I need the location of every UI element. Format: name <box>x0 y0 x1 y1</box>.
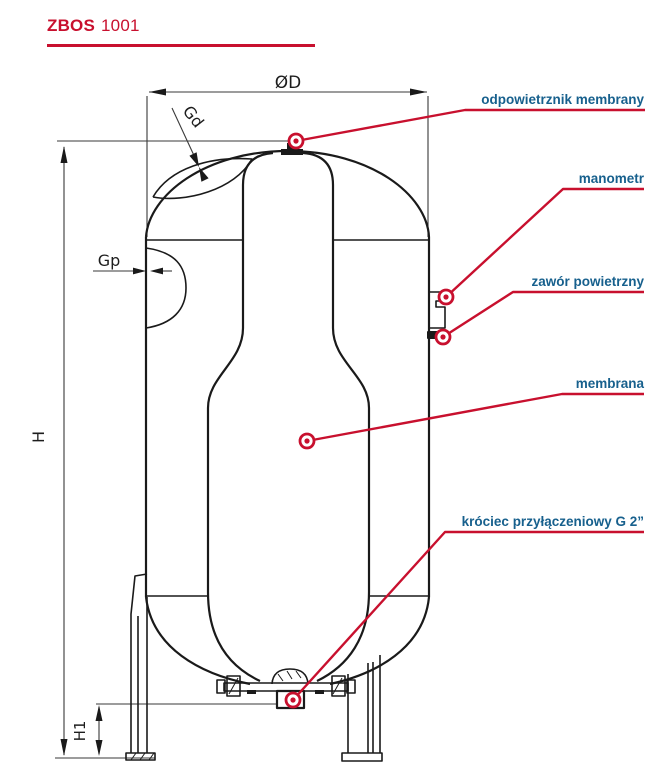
side-port-opening <box>145 247 187 329</box>
membrane-bladder <box>206 151 371 682</box>
bottom-dish-right <box>329 596 431 686</box>
label-gauge: manometr <box>579 171 645 186</box>
title-underline <box>47 44 315 47</box>
marker-vent <box>287 132 305 150</box>
tank-top-dome <box>144 149 431 238</box>
callout-line-vent <box>295 108 645 143</box>
flange-bolt-right <box>331 675 346 697</box>
dimension-height: H <box>29 140 298 759</box>
height-label: H <box>29 431 48 443</box>
side-port-label: Gp <box>98 251 121 270</box>
marker-membrane <box>298 432 316 450</box>
callout-line-membrane <box>306 392 644 443</box>
callout-line-gauge <box>445 187 644 298</box>
tank-shell <box>144 149 431 686</box>
diameter-label: ØD <box>275 73 301 93</box>
label-membrane: membrana <box>576 376 645 391</box>
dimension-side-port: Gp <box>93 251 172 275</box>
label-vent: odpowietrznik membrany <box>481 92 644 107</box>
base-height-label: H1 <box>71 721 89 742</box>
top-port-opening <box>152 157 253 200</box>
left-leg <box>125 573 156 761</box>
top-port-label: Gd <box>179 102 208 131</box>
marker-air-valve <box>434 328 452 346</box>
flange-dome <box>271 668 309 685</box>
label-air-valve: zawór powietrzny <box>531 274 644 289</box>
tank-walls <box>144 237 431 597</box>
marker-gauge <box>437 288 455 306</box>
marker-connector <box>284 691 302 709</box>
product-model: 1001 <box>101 16 140 35</box>
page-title: ZBOS 1001 <box>47 16 140 36</box>
label-connector: króciec przyłączeniowy G 2” <box>462 514 644 529</box>
dimension-base-height: H1 <box>71 703 276 756</box>
product-series: ZBOS <box>47 16 96 35</box>
callout-line-air-valve <box>442 290 644 339</box>
dimension-diameter: ØD <box>146 73 429 237</box>
bottom-dish-left <box>144 596 251 686</box>
right-leg <box>341 655 383 762</box>
flange-bolt-left <box>226 675 241 697</box>
callout-line-connector <box>292 530 644 701</box>
bottom-flange <box>216 668 356 710</box>
